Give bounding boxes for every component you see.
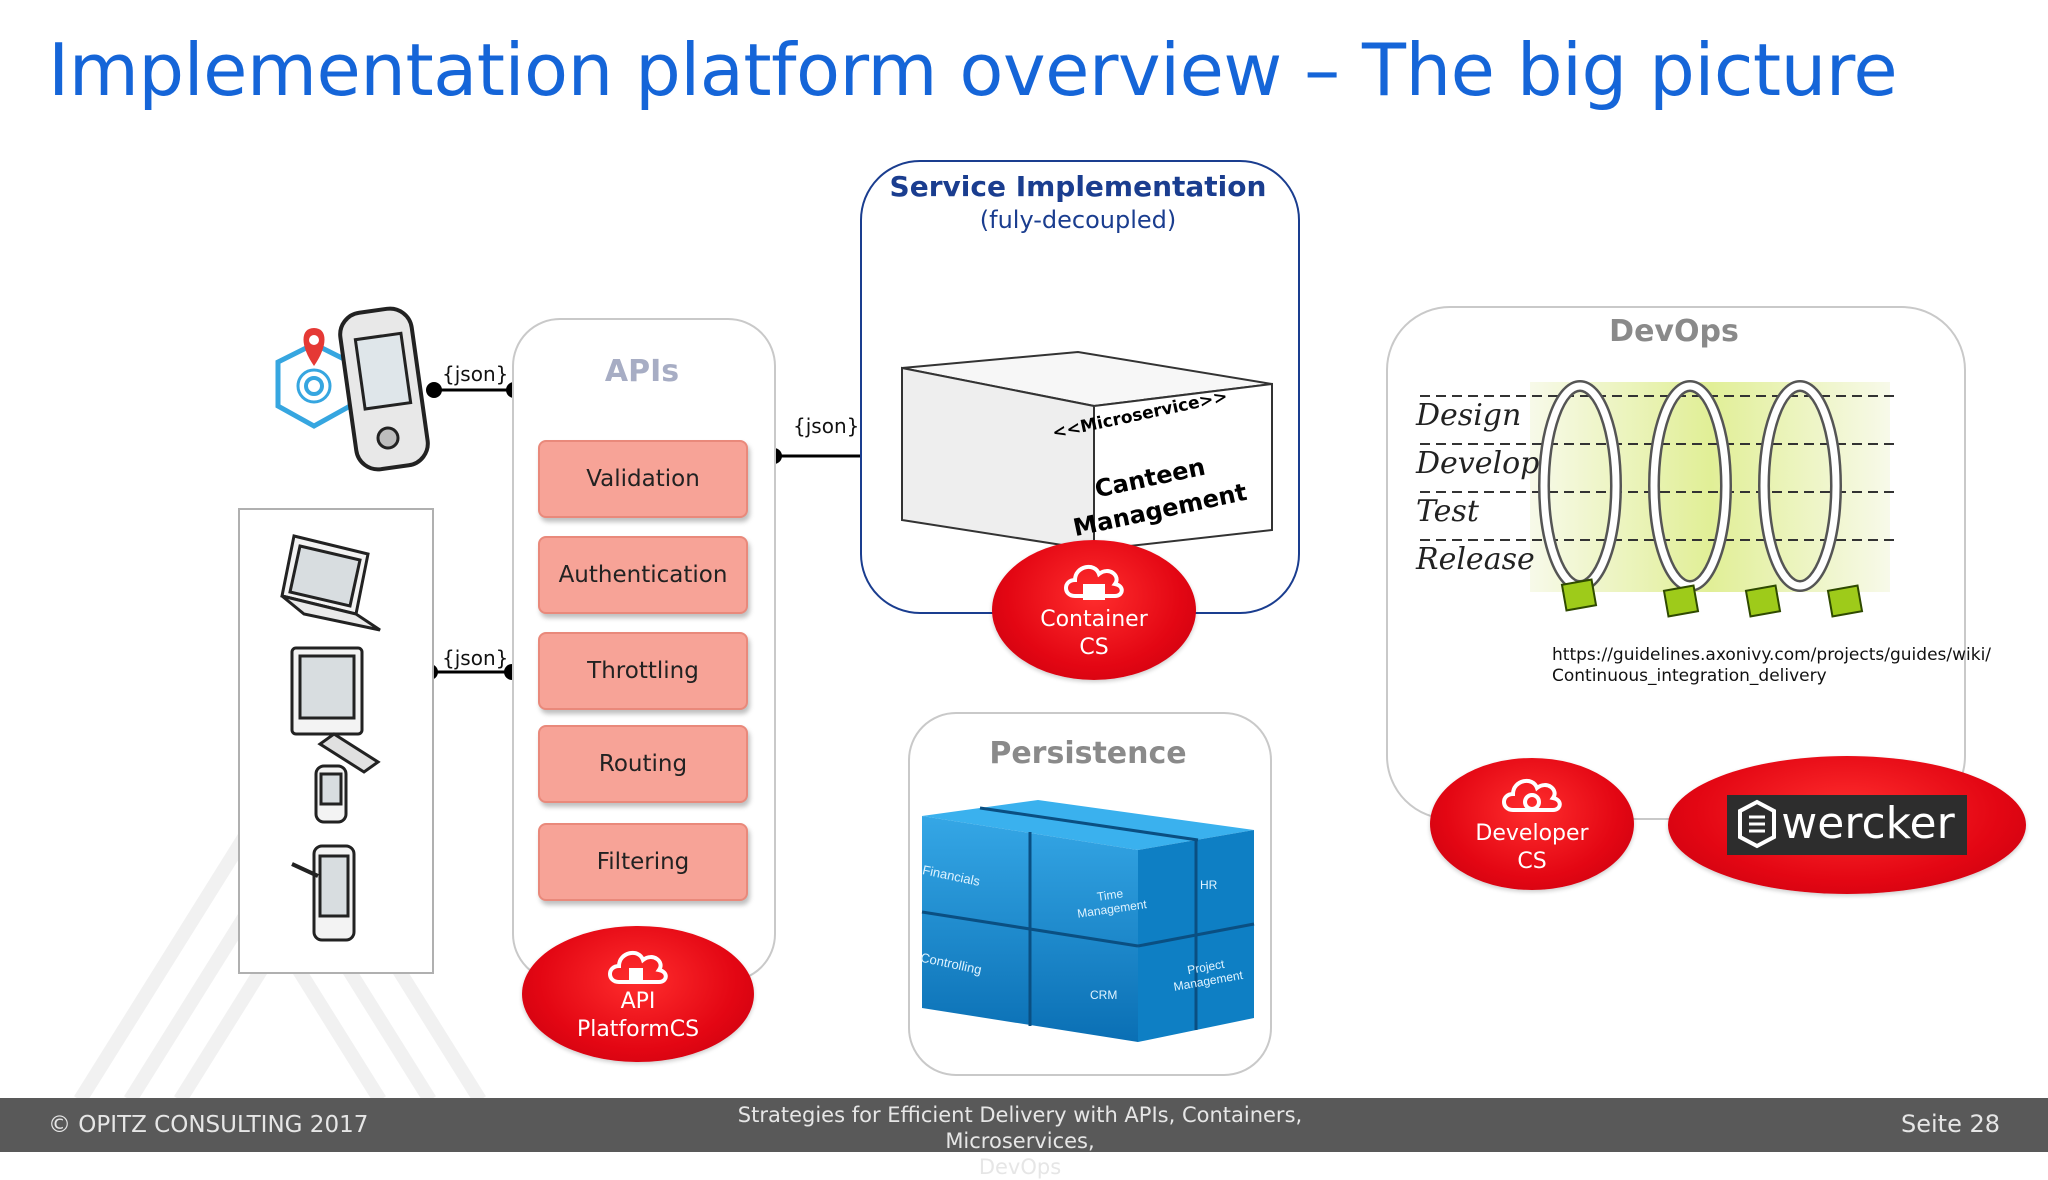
persistence-cube-icon (921, 800, 1255, 1042)
routing-button[interactable]: Routing (538, 725, 748, 803)
devops-cycle-diagram (1420, 380, 1900, 618)
devops-url-line2[interactable]: Continuous_integration_delivery (1552, 666, 1827, 686)
devops-stage-test: Test (1416, 494, 1479, 529)
filtering-button[interactable]: Filtering (538, 823, 748, 901)
service-heading: Service Implementation (889, 170, 1267, 203)
validation-button[interactable]: Validation (538, 440, 748, 518)
mobile-device-icon (275, 306, 430, 472)
service-subheading: (fuly-decoupled) (979, 206, 1177, 234)
wercker-logo: wercker (1727, 795, 1967, 855)
container-badge-line2: CS (1079, 635, 1109, 660)
slide-title: Implementation platform overview – The b… (48, 28, 1898, 112)
footer-bar: © OPITZ CONSULTING 2017 Strategies for E… (0, 1098, 2048, 1179)
cloud-puzzle-icon (608, 950, 668, 984)
footer-subtitle: Strategies for Efficient Delivery with A… (680, 1102, 1360, 1180)
json-label-devices: {json} (442, 646, 509, 670)
wercker-badge[interactable]: wercker (1668, 756, 2026, 894)
developer-badge-line1: Developer (1475, 821, 1589, 846)
json-label-service: {json} (793, 414, 860, 438)
devops-stage-develop: Develop (1416, 446, 1540, 481)
microservice-box (901, 350, 1273, 552)
cloud-container-icon (1064, 564, 1124, 600)
throttling-button[interactable]: Throttling (538, 632, 748, 710)
devops-stage-release: Release (1416, 542, 1535, 577)
footer-copyright: © OPITZ CONSULTING 2017 (48, 1112, 369, 1138)
api-platform-badge[interactable]: API PlatformCS (522, 926, 754, 1062)
json-label-mobile: {json} (442, 362, 509, 386)
api-badge-line1: API (620, 989, 656, 1014)
footer-subtitle-line2: DevOps (978, 1155, 1062, 1179)
authentication-button[interactable]: Authentication (538, 536, 748, 614)
devops-url-line1[interactable]: https://guidelines.axonivy.com/projects/… (1552, 645, 1992, 665)
devops-heading: DevOps (1609, 314, 1739, 349)
footer-page-number: Seite 28 (1900, 1110, 2000, 1138)
developer-cs-badge[interactable]: Developer CS (1430, 758, 1634, 890)
container-badge-line1: Container (1040, 607, 1148, 632)
apis-heading: APIs (604, 354, 680, 389)
wercker-hexagon-icon (1738, 799, 1777, 849)
cube-label-hr: HR (1200, 878, 1218, 892)
cube-label-crm: CRM (1090, 988, 1118, 1002)
cloud-gear-icon (1502, 778, 1562, 812)
api-badge-line2: PlatformCS (576, 1017, 700, 1042)
developer-badge-line2: CS (1517, 849, 1547, 874)
devices-icon-group (280, 534, 381, 942)
footer-subtitle-line1: Strategies for Efficient Delivery with A… (737, 1103, 1303, 1153)
wercker-text: wercker (1781, 798, 1955, 849)
persistence-heading: Persistence (989, 736, 1187, 771)
devops-stage-design: Design (1416, 398, 1522, 433)
container-cs-badge[interactable]: Container CS (992, 540, 1196, 680)
